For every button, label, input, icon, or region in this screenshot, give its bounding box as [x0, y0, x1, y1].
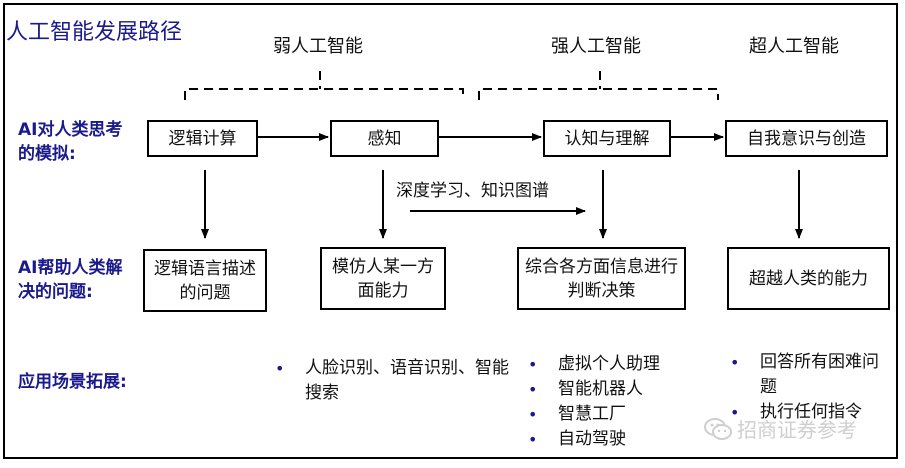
watermark: 招商证券参考 — [703, 414, 857, 443]
application-list-weak: 人脸识别、语音识别、智能搜索 — [275, 356, 515, 406]
application-list-strong: 虚拟个人助理 智能机器人 智慧工厂 自动驾驶 — [528, 352, 713, 452]
diagram-title: 人工智能发展路径 — [6, 20, 183, 45]
application-item: 智慧工厂 — [528, 402, 713, 427]
box-cognition-understanding: 认知与理解 — [543, 120, 671, 157]
row-label-problems: AI帮助人类解决的问题: — [18, 258, 123, 302]
stage-weak-ai: 弱人工智能 — [273, 36, 363, 57]
watermark-text: 招商证券参考 — [737, 418, 857, 442]
application-item: 人脸识别、语音识别、智能搜索 — [275, 356, 515, 406]
application-item: 虚拟个人助理 — [528, 352, 713, 377]
box-integrated-decision-making: 综合各方面信息进行判断决策 — [517, 247, 686, 310]
box-beyond-human-ability: 超越人类的能力 — [727, 247, 890, 310]
weak-ai-bracket — [184, 88, 464, 100]
box-self-awareness-creation: 自我意识与创造 — [725, 120, 888, 157]
row-label-simulation: AI对人类思考的模拟: — [18, 120, 123, 164]
application-item: 自动驾驶 — [528, 427, 713, 452]
stage-super-ai: 超人工智能 — [749, 36, 839, 57]
strong-ai-bracket — [478, 88, 719, 100]
application-item: 智能机器人 — [528, 377, 713, 402]
box-logic-computation: 逻辑计算 — [147, 120, 258, 157]
row-label-applications: 应用场景拓展: — [18, 372, 127, 392]
box-perception: 感知 — [330, 120, 439, 157]
box-imitate-human-ability: 模仿人某一方面能力 — [320, 247, 446, 310]
wechat-icon — [704, 417, 732, 440]
diagram-frame — [3, 3, 898, 459]
stage-strong-ai: 强人工智能 — [551, 36, 641, 57]
application-list-super: 回答所有困难问题 执行任何指令 — [730, 350, 890, 425]
deep-learning-label: 深度学习、知识图谱 — [396, 181, 549, 201]
application-item: 执行任何指令 — [730, 400, 890, 425]
box-logic-language-problems: 逻辑语言描述的问题 — [143, 249, 267, 312]
application-item: 回答所有困难问题 — [730, 350, 890, 400]
